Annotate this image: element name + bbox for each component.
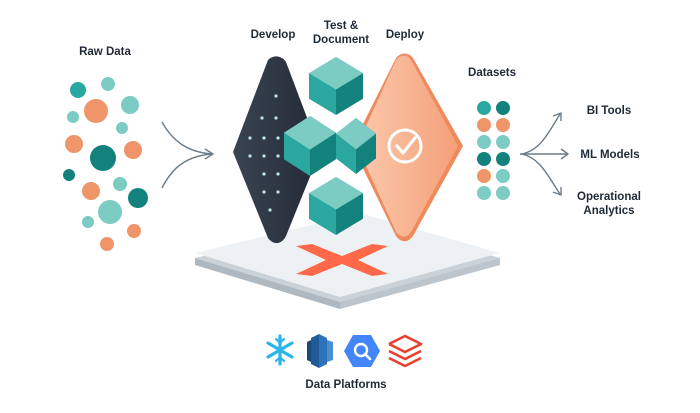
dataset-points <box>477 101 510 200</box>
bi-tools-label: BI Tools <box>586 105 632 117</box>
raw-data-point <box>70 82 86 98</box>
raw-data-point <box>127 224 141 238</box>
databricks-icon <box>388 334 423 368</box>
teal-cube-top <box>309 57 363 115</box>
develop-dot <box>274 94 278 98</box>
raw-data-point <box>65 135 83 153</box>
develop-dot <box>276 154 280 158</box>
raw-data-point <box>100 237 114 251</box>
dataset-point <box>477 118 491 132</box>
raw-data-point <box>67 111 79 123</box>
raw-data-points <box>63 77 148 251</box>
deploy-label: Deploy <box>385 29 425 41</box>
raw-data-point <box>90 145 116 171</box>
snowflake-icon <box>266 334 294 366</box>
dataset-point <box>496 135 510 149</box>
bigquery-icon <box>344 335 380 367</box>
develop-dot <box>248 136 252 140</box>
dataset-point <box>477 101 491 115</box>
dataset-point <box>477 135 491 149</box>
dataset-point <box>496 152 510 166</box>
deploy-stage <box>352 53 463 242</box>
redshift-icon <box>307 334 333 368</box>
dbt-logo <box>296 244 388 276</box>
raw-data-point <box>121 96 139 114</box>
datasets-label: Datasets <box>468 67 516 79</box>
develop-dot <box>262 190 266 194</box>
raw-data-point <box>113 177 127 191</box>
test-label-line1: Test & <box>323 20 359 32</box>
test-document-label: Test & Document <box>300 19 382 47</box>
dataset-point <box>477 169 491 183</box>
test-document-stage <box>284 57 376 235</box>
dataset-point <box>477 186 491 200</box>
develop-dot <box>276 190 280 194</box>
develop-dot <box>262 136 266 140</box>
develop-dot <box>276 172 280 176</box>
develop-dot <box>262 172 266 176</box>
develop-dot <box>262 154 266 158</box>
operational-analytics-label: Operational Analytics <box>566 190 652 218</box>
dataset-point <box>496 101 510 115</box>
develop-dot <box>268 208 272 212</box>
raw-data-point <box>63 169 75 181</box>
raw-data-point <box>124 141 142 159</box>
develop-label: Develop <box>250 29 296 41</box>
develop-dot <box>274 116 278 120</box>
check-circle-icon <box>387 128 423 164</box>
raw-to-develop-arrows <box>161 121 214 189</box>
develop-dot <box>276 136 280 140</box>
test-label-line2: Document <box>312 34 370 46</box>
develop-dot <box>248 154 252 158</box>
teal-cube-left <box>284 116 336 176</box>
teal-cube-bottom <box>309 177 363 235</box>
dataset-point <box>496 169 510 183</box>
dataset-point <box>496 186 510 200</box>
raw-data-point <box>98 200 122 224</box>
dataset-point <box>477 152 491 166</box>
dataset-point <box>496 118 510 132</box>
raw-data-label: Raw Data <box>79 46 131 58</box>
raw-data-point <box>128 188 148 208</box>
teal-cube-mid <box>336 118 376 174</box>
data-platforms-label: Data Platforms <box>305 379 387 391</box>
raw-data-point <box>116 122 128 134</box>
raw-data-point <box>82 216 94 228</box>
develop-dot <box>260 116 264 120</box>
raw-data-point <box>101 77 115 91</box>
raw-data-point <box>82 182 100 200</box>
datasets-to-outputs-arrows <box>520 112 569 196</box>
ml-models-label: ML Models <box>580 149 640 161</box>
operational-label-line2: Analytics <box>583 205 635 217</box>
operational-label-line1: Operational <box>577 191 641 203</box>
raw-data-point <box>84 99 108 123</box>
